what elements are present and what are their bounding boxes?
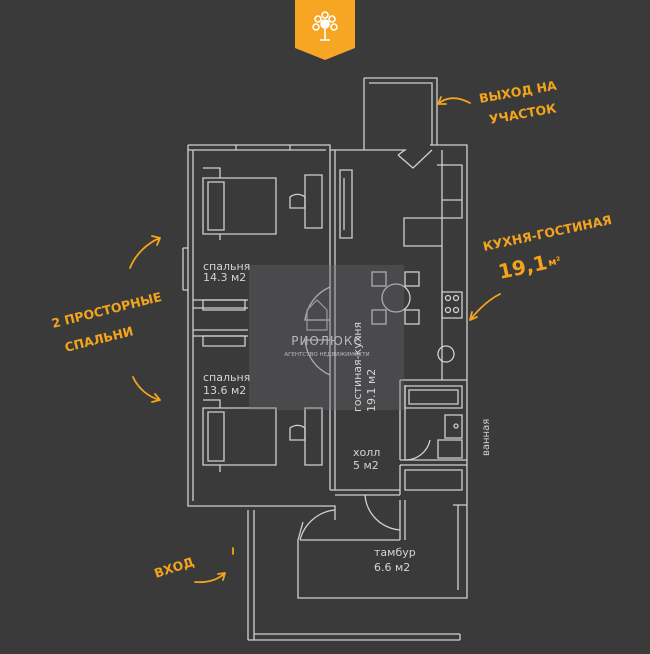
garden-exit-stub bbox=[363, 77, 438, 150]
vestibule-area: 6.6 м2 bbox=[374, 561, 410, 574]
room-labels: спальня 14.3 м2 спальня 13.6 м2 гостиная… bbox=[203, 260, 492, 574]
chair-1 bbox=[289, 193, 306, 209]
bed-2 bbox=[202, 399, 277, 472]
dining-table bbox=[381, 283, 411, 313]
callout-exit-line2: УЧАСТОК bbox=[488, 100, 558, 127]
burner bbox=[452, 294, 460, 302]
callout-kitchen-line2: 19,1 bbox=[496, 250, 549, 284]
cooktop bbox=[441, 291, 463, 319]
bedroom-1-area: 14.3 м2 bbox=[203, 271, 246, 284]
watermark-brand: РИОЛЮКС bbox=[291, 334, 363, 348]
walls bbox=[182, 77, 468, 641]
vestibule-walls bbox=[300, 500, 467, 590]
bathroom-name: ванная bbox=[481, 419, 492, 456]
arrow-entrance bbox=[194, 572, 226, 584]
watermark: РИОЛЮКС АГЕНТСТВО НЕДВИЖИМОСТИ bbox=[249, 265, 404, 410]
entrance-porch bbox=[247, 510, 461, 641]
kitchen-counter bbox=[403, 150, 463, 380]
washing-unit bbox=[437, 439, 463, 459]
logo-badge bbox=[295, 0, 355, 60]
door-entrance bbox=[299, 509, 336, 541]
window-top bbox=[235, 145, 291, 150]
bathroom-walls bbox=[399, 379, 467, 495]
arrow-bedroom-down bbox=[132, 376, 161, 403]
bed-1 bbox=[202, 167, 277, 240]
watermark-tagline: АГЕНТСТВО НЕДВИЖИМОСТИ bbox=[284, 352, 369, 358]
kitchen-area: 19.1 м2 bbox=[365, 369, 378, 412]
tree-icon bbox=[312, 11, 338, 41]
bedroom-2-area: 13.6 м2 bbox=[203, 384, 246, 397]
burner bbox=[444, 294, 452, 302]
dining-chair bbox=[371, 271, 387, 287]
chair-2 bbox=[289, 424, 306, 441]
callout-bedrooms-line1: 2 ПРОСТОРНЫЕ bbox=[50, 289, 163, 331]
hall-name: холл bbox=[353, 446, 380, 459]
dining-chair bbox=[404, 271, 420, 287]
washbasin bbox=[444, 414, 463, 439]
nightstand-1 bbox=[304, 174, 323, 229]
door-vestibule bbox=[364, 494, 401, 531]
door-bedroom-2 bbox=[304, 339, 331, 376]
nightstand-2 bbox=[304, 407, 323, 466]
hall-area: 5 м2 bbox=[353, 459, 379, 472]
kitchen-name: гостиная-кухня bbox=[351, 322, 364, 412]
burner bbox=[452, 306, 460, 314]
watermark-building-icon bbox=[306, 299, 328, 331]
door-exit bbox=[397, 149, 433, 169]
bedroom-partition bbox=[193, 299, 248, 337]
callout-bedrooms-line2: СПАЛЬНИ bbox=[63, 323, 135, 355]
arrow-bedroom-up bbox=[129, 235, 161, 269]
dining-chair bbox=[404, 309, 420, 325]
burner bbox=[444, 306, 452, 314]
dining-chair bbox=[371, 309, 387, 325]
window-left bbox=[182, 247, 188, 291]
callout-entrance: ВХОД bbox=[152, 554, 196, 581]
callout-kitchen-unit: м² bbox=[547, 256, 562, 269]
bedroom-1-name: спальня bbox=[203, 260, 250, 273]
callout-arrows bbox=[129, 96, 501, 584]
vestibule-name: тамбур bbox=[374, 546, 416, 559]
vestibule-bench bbox=[404, 469, 463, 491]
arrow-exit bbox=[437, 96, 471, 105]
hall-cabinet bbox=[339, 169, 353, 239]
drain bbox=[453, 423, 459, 429]
bedroom-2-name: спальня bbox=[203, 371, 250, 384]
wardrobe bbox=[202, 299, 246, 347]
callout-kitchen-line1: КУХНЯ-ГОСТИНАЯ bbox=[482, 212, 614, 254]
bathtub bbox=[404, 385, 463, 409]
door-bedroom-1 bbox=[304, 286, 331, 321]
arrow-kitchen bbox=[469, 293, 501, 321]
door-bath bbox=[404, 439, 431, 461]
sink bbox=[437, 345, 455, 363]
